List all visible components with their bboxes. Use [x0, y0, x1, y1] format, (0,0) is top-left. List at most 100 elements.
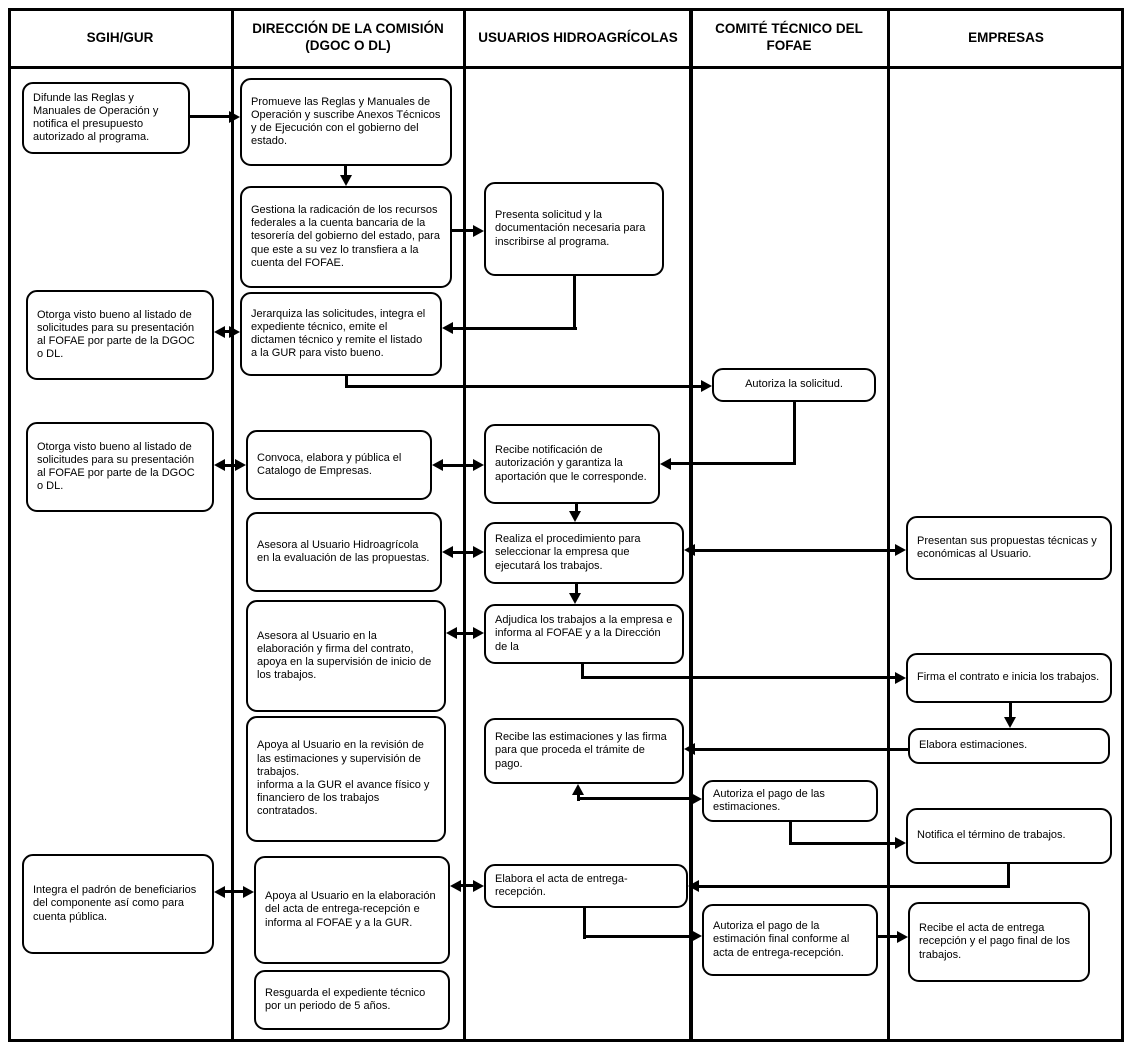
connector-line	[577, 797, 695, 800]
flow-box-convoca: Convoca, elabora y pública el Catalogo d…	[246, 430, 432, 500]
connector-line	[581, 664, 584, 679]
connector-line	[190, 115, 232, 118]
flow-box-elabora-acta: Elabora el acta de entrega-recepción.	[484, 864, 688, 908]
connector-line	[1007, 864, 1010, 888]
flow-box-jerarquiza: Jerarquiza las solicitudes, integra el e…	[240, 292, 442, 376]
flow-box-recibe-acta: Recibe el acta de entrega recepción y el…	[908, 902, 1090, 982]
flow-box-presentan-propuestas: Presentan sus propuestas técnicas y econ…	[906, 516, 1112, 580]
flow-box-presenta-solicitud: Presenta solicitud y la documentación ne…	[484, 182, 664, 276]
arrowhead	[1004, 717, 1016, 728]
flow-box-gestiona: Gestiona la radicación de los recursos f…	[240, 186, 452, 288]
arrowhead	[229, 326, 240, 338]
connector-line	[669, 462, 795, 465]
arrowhead	[684, 743, 695, 755]
connector-line	[452, 229, 478, 232]
connector-line	[693, 748, 908, 751]
connector-line	[793, 402, 796, 465]
arrowhead	[572, 784, 584, 795]
flow-box-difunde: Difunde las Reglas y Manuales de Operaci…	[22, 82, 190, 154]
arrowhead	[235, 459, 246, 471]
arrowhead	[688, 880, 699, 892]
flow-box-elabora-estimaciones: Elabora estimaciones.	[908, 728, 1110, 764]
flow-box-autoriza-pago-final: Autoriza el pago de la estimación final …	[702, 904, 878, 976]
connector-line	[223, 890, 247, 893]
column-header-empresas: EMPRESAS	[968, 29, 1044, 45]
column-header-fofae: COMITÉ TÉCNICO DEL FOFAE	[715, 21, 863, 53]
connector-line	[222, 330, 234, 333]
arrowhead	[442, 546, 453, 558]
flow-box-asesora-contrato: Asesora al Usuario en la elaboración y f…	[246, 600, 446, 712]
flow-box-realiza-procedimiento: Realiza el procedimiento para selecciona…	[484, 522, 684, 584]
connector-line	[789, 822, 792, 845]
arrowhead	[442, 322, 453, 334]
connector-line	[455, 632, 477, 635]
arrowhead	[473, 546, 484, 558]
arrowhead	[691, 930, 702, 942]
connector-line	[344, 166, 347, 180]
flow-box-resguarda: Resguarda el expediente técnico por un p…	[254, 970, 450, 1030]
connector-line	[878, 935, 901, 938]
arrowhead	[214, 326, 225, 338]
arrowhead	[243, 886, 254, 898]
arrowhead	[895, 837, 906, 849]
flow-box-otorga-visto-1: Otorga visto bueno al listado de solicit…	[26, 290, 214, 380]
connector-line	[575, 504, 578, 516]
lane-divider-3	[689, 8, 693, 1039]
arrowhead	[660, 458, 671, 470]
connector-line	[451, 551, 477, 554]
arrowhead	[701, 380, 712, 392]
arrowhead	[214, 459, 225, 471]
connector-line	[573, 276, 576, 330]
flow-box-apoya-revision: Apoya al Usuario en la revisión de las e…	[246, 716, 446, 842]
connector-line	[583, 935, 695, 938]
flow-box-autoriza-pago-estimaciones: Autoriza el pago de las estimaciones.	[702, 780, 878, 822]
header-separator	[8, 66, 1121, 69]
connector-line	[583, 908, 586, 939]
connector-line	[441, 464, 477, 467]
flow-box-adjudica: Adjudica los trabajos a la empresa e inf…	[484, 604, 684, 664]
connector-line	[693, 549, 899, 552]
connector-line	[789, 842, 899, 845]
flow-box-recibe-estimaciones: Recibe las estimaciones y las firma para…	[484, 718, 684, 784]
arrowhead	[569, 511, 581, 522]
connector-line	[581, 676, 899, 679]
flow-box-integra-padron: Integra el padrón de beneficiarios del c…	[22, 854, 214, 954]
arrowhead	[684, 544, 695, 556]
flow-box-promueve: Promueve las Reglas y Manuales de Operac…	[240, 78, 452, 166]
column-header-usuarios: USUARIOS HIDROAGRÍCOLAS	[478, 29, 678, 45]
connector-line	[451, 327, 577, 330]
arrowhead	[473, 880, 484, 892]
connector-line	[223, 464, 237, 467]
arrowhead	[895, 544, 906, 556]
arrowhead	[473, 627, 484, 639]
lane-divider-4	[887, 8, 890, 1039]
arrowhead	[340, 175, 352, 186]
arrowhead	[473, 225, 484, 237]
connector-line	[345, 376, 348, 388]
arrowhead	[569, 593, 581, 604]
column-header-sgih: SGIH/GUR	[86, 29, 154, 45]
flow-box-otorga-visto-2: Otorga visto bueno al listado de solicit…	[26, 422, 214, 512]
flow-box-apoya-acta: Apoya al Usuario en la elaboración del a…	[254, 856, 450, 964]
connector-line	[1009, 703, 1012, 720]
arrowhead	[897, 931, 908, 943]
arrowhead	[214, 886, 225, 898]
arrowhead	[895, 672, 906, 684]
arrowhead	[450, 880, 461, 892]
connector-line	[575, 584, 578, 596]
connector-line	[345, 385, 705, 388]
connector-line	[697, 885, 1010, 888]
arrowhead	[446, 627, 457, 639]
flow-box-recibe-notificacion: Recibe notificación de autorización y ga…	[484, 424, 660, 504]
flow-box-firma-contrato: Firma el contrato e inicia los trabajos.	[906, 653, 1112, 703]
flow-box-notifica-termino: Notifica el término de trabajos.	[906, 808, 1112, 864]
arrowhead	[473, 459, 484, 471]
lane-divider-1	[231, 8, 234, 1039]
arrowhead	[432, 459, 443, 471]
flow-box-autoriza-solicitud: Autoriza la solicitud.	[712, 368, 876, 402]
lane-divider-2	[463, 8, 466, 1039]
connector-line	[459, 884, 477, 887]
flow-box-asesora-evaluacion: Asesora al Usuario Hidroagrícola en la e…	[246, 512, 442, 592]
column-header-dgoc: DIRECCIÓN DE LA COMISIÓN (DGOC O DL)	[252, 21, 444, 53]
